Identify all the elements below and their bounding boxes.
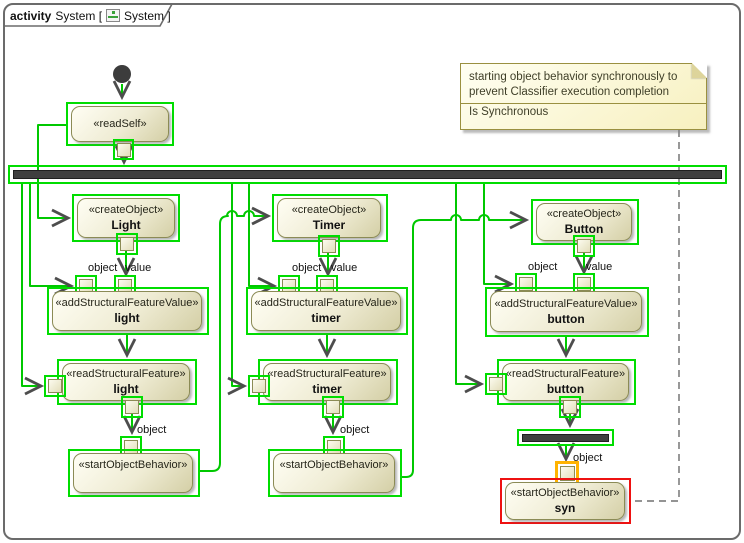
note-body: starting object behavior synchronously t… <box>461 64 706 103</box>
selection-join-bar <box>517 429 614 446</box>
selection-readsf-button-result-pin <box>559 396 581 418</box>
activity-diagram-icon <box>106 9 121 22</box>
action-stereotype: «startObjectBehavior» <box>279 459 389 471</box>
action-startob-light[interactable]: «startObjectBehavior» <box>73 453 193 493</box>
action-stereotype: «createObject» <box>88 204 164 216</box>
action-name: button <box>546 382 585 396</box>
selection-readsf-timer-object-pin <box>248 375 270 397</box>
diagram-title-right: System ] <box>124 8 171 23</box>
readself-result-pin[interactable] <box>117 143 131 157</box>
readsf-button-object-pin[interactable] <box>489 377 503 391</box>
action-stereotype: «createObject» <box>546 208 622 220</box>
selection-addsfv-button <box>485 287 649 337</box>
readsf-timer-object-pin[interactable] <box>252 379 266 393</box>
action-stereotype: «readSelf» <box>93 117 147 130</box>
createobject-timer-result-pin[interactable] <box>322 239 336 253</box>
initial-node[interactable] <box>113 65 131 83</box>
action-name: timer <box>312 382 342 396</box>
selection-startob-syn <box>500 478 631 524</box>
edge-fork-to-readsf-button-pin[interactable] <box>455 182 485 394</box>
action-name: Light <box>111 218 141 232</box>
pin-label-object[interactable]: object <box>137 424 167 436</box>
selection-readsf-light-result-pin <box>121 396 143 418</box>
action-stereotype: «addStructuralFeatureValue» <box>254 297 398 309</box>
selection-createobject-button-result-pin <box>573 235 595 257</box>
action-addsfv-timer[interactable]: «addStructuralFeatureValue» timer <box>251 291 401 331</box>
pin-label-value[interactable]: value <box>331 262 358 274</box>
edge-fork-to-addsfv-button-object-pin[interactable] <box>483 182 515 294</box>
action-stereotype: «startObjectBehavior» <box>510 487 620 499</box>
frame-tab-outline <box>4 3 173 27</box>
comment-note[interactable]: starting object behavior synchronously t… <box>460 63 707 130</box>
action-createobject-button[interactable]: «createObject» Button <box>536 203 632 241</box>
selection-startob-light <box>68 449 200 497</box>
action-name: syn <box>554 501 576 515</box>
action-readself[interactable]: «readSelf» <box>71 106 169 142</box>
readsf-button-result-pin[interactable] <box>563 400 577 414</box>
note-text-line: prevent Classifier execution completion <box>469 86 670 98</box>
action-createobject-timer[interactable]: «createObject» Timer <box>277 198 381 238</box>
action-createobject-light[interactable]: «createObject» Light <box>77 198 175 238</box>
action-readsf-timer[interactable]: «readStructuralFeature» timer <box>263 363 391 401</box>
createobject-button-result-pin[interactable] <box>577 239 591 253</box>
selection-readself-result-pin <box>113 139 134 160</box>
action-stereotype: «startObjectBehavior» <box>78 459 188 471</box>
note-property: Is Synchronous <box>461 103 706 121</box>
selection-readsf-light-object-pin <box>44 375 66 397</box>
action-addsfv-light[interactable]: «addStructuralFeatureValue» light <box>52 291 202 331</box>
edge-startob-timer-to-createobject-button[interactable] <box>402 210 530 478</box>
edge-startob-light-to-createobject-timer[interactable] <box>200 206 272 472</box>
readsf-light-result-pin[interactable] <box>125 400 139 414</box>
edge-fork-to-addsfv-light-object-pin[interactable] <box>29 182 75 296</box>
action-stereotype: «readStructuralFeature» <box>505 368 626 380</box>
action-stereotype: «readStructuralFeature» <box>267 368 387 380</box>
action-stereotype: «readStructuralFeature» <box>66 368 186 380</box>
frame-header-tab[interactable]: activity System [ System ] <box>10 7 171 24</box>
pin-label-object[interactable]: object <box>88 262 118 274</box>
diagram-kind-label: activity <box>10 8 52 23</box>
fork-bar[interactable] <box>13 170 722 179</box>
action-name: timer <box>311 311 341 325</box>
pin-label-value[interactable]: value <box>586 261 613 273</box>
createobject-light-result-pin[interactable] <box>120 237 134 251</box>
diagram-title-left: System [ <box>55 8 103 23</box>
action-name: Button <box>564 222 604 236</box>
action-startob-timer[interactable]: «startObjectBehavior» <box>273 453 395 493</box>
pin-label-object[interactable]: object <box>573 452 603 464</box>
pin-label-object[interactable]: object <box>528 261 558 273</box>
action-stereotype: «createObject» <box>291 204 367 216</box>
edge-fork-to-addsfv-timer-object-pin[interactable] <box>248 182 278 296</box>
edge-fork-to-readsf-timer-pin[interactable] <box>227 182 248 396</box>
readsf-light-object-pin[interactable] <box>48 379 62 393</box>
startob-syn-object-pin[interactable] <box>560 466 575 481</box>
selection-createobject-timer-result-pin <box>318 235 340 257</box>
selection-startob-timer <box>268 449 402 497</box>
join-bar[interactable] <box>522 434 609 442</box>
action-startob-syn[interactable]: «startObjectBehavior» syn <box>505 482 625 520</box>
pin-label-object[interactable]: object <box>340 424 370 436</box>
selection-readsf-timer-result-pin <box>322 396 344 418</box>
diagram-frame <box>3 3 741 540</box>
note-text-line: starting object behavior synchronously t… <box>469 71 678 83</box>
action-addsfv-button[interactable]: «addStructuralFeatureValue» button <box>490 291 642 332</box>
action-stereotype: «addStructuralFeatureValue» <box>55 297 199 309</box>
selection-readsf-button-object-pin <box>485 373 507 395</box>
selection-addsfv-light <box>47 287 209 335</box>
action-name: light <box>113 382 139 396</box>
pin-label-object[interactable]: object <box>292 262 322 274</box>
action-readsf-light[interactable]: «readStructuralFeature» light <box>62 363 190 401</box>
edge-fork-to-readsf-light-pin[interactable] <box>21 182 45 396</box>
action-name: button <box>547 311 585 326</box>
selection-fork-bar <box>8 165 727 184</box>
action-name: light <box>114 311 140 325</box>
readsf-timer-result-pin[interactable] <box>326 400 340 414</box>
note-anchor-line[interactable] <box>633 130 680 502</box>
action-name: Timer <box>312 218 346 232</box>
pin-label-value[interactable]: value <box>125 262 152 274</box>
selection-createobject-light-result-pin <box>116 233 138 255</box>
selection-addsfv-timer <box>246 287 408 335</box>
action-stereotype: «addStructuralFeatureValue» <box>494 297 638 310</box>
